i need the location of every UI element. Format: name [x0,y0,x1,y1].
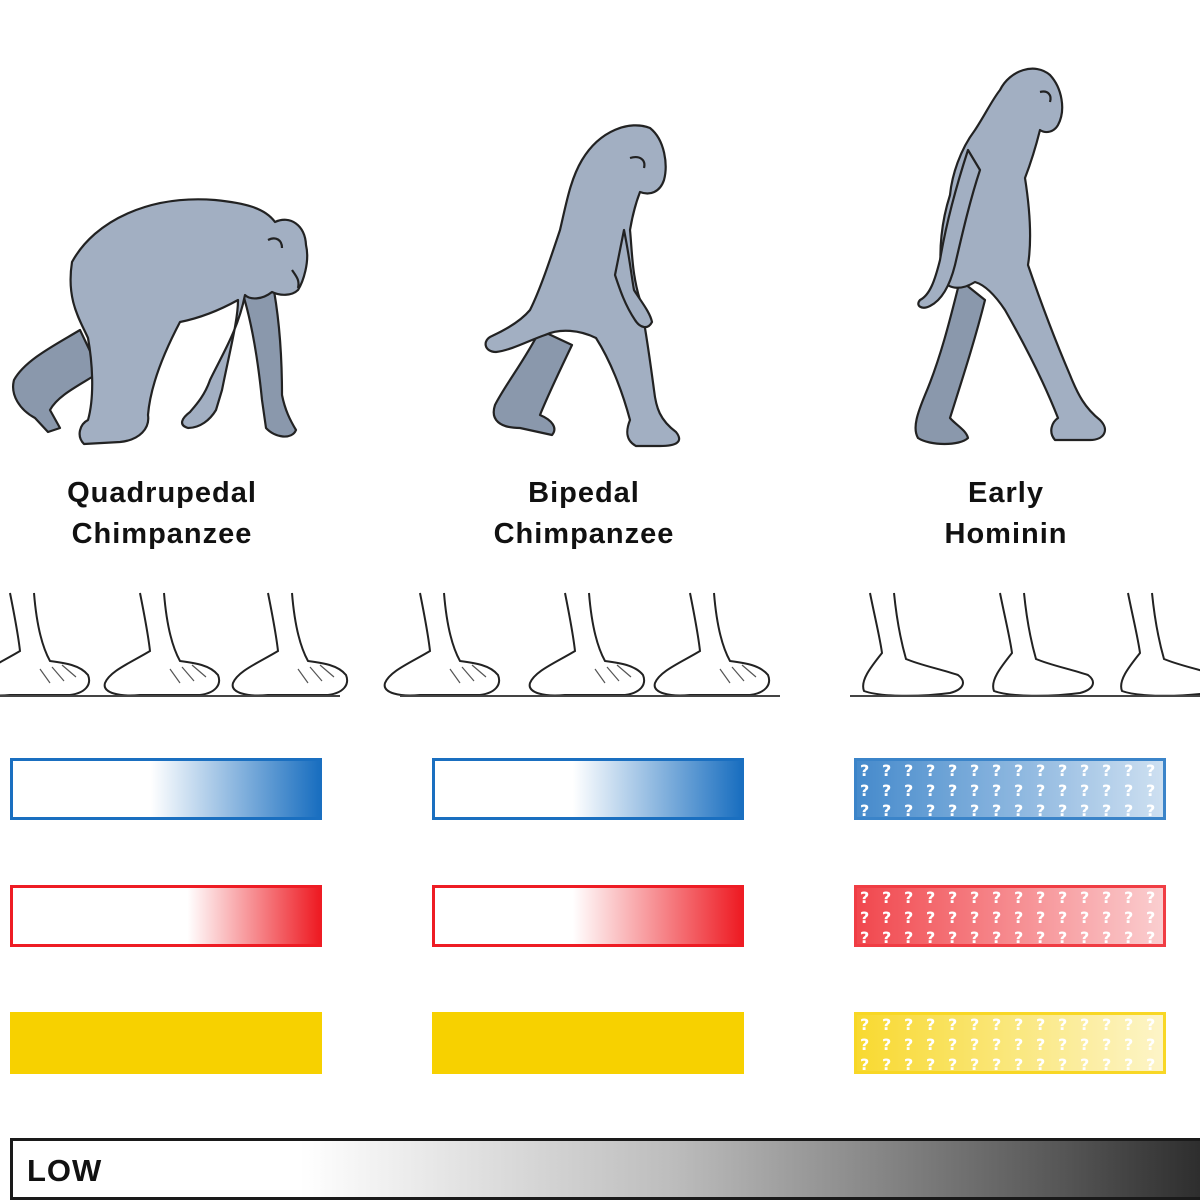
foot-sequence-bipedal [383,592,780,697]
bipedal-chimpanzee-bar-1 [432,758,744,820]
foot-sequence-quadrupedal [0,592,349,697]
label-line1: Early [968,477,1044,509]
quadrupedal-chimpanzee-figure [12,198,309,446]
early-hominin-bar-2 [854,885,1166,947]
bipedal-chimpanzee-bar-2 [432,885,744,947]
label-line2: Chimpanzee [71,518,253,550]
foot-sequences [0,592,1200,697]
figures-layer [12,67,1107,448]
foot-sequence-hominin [850,592,1200,697]
label-bipedal-chimpanzee: Bipedal Chimpanzee [414,473,754,555]
early-hominin-bar-1 [854,758,1166,820]
label-line1: Bipedal [528,477,640,509]
quadrupedal-chimpanzee-bar-1 [10,758,322,820]
label-line1: Quadrupedal [67,477,257,509]
label-quadrupedal-chimpanzee: Quadrupedal Chimpanzee [0,473,332,555]
label-line2: Chimpanzee [493,518,675,550]
bipedal-chimpanzee-figure [484,124,681,448]
label-early-hominin: Early Hominin [836,473,1176,555]
intensity-scale: LOW [10,1138,1200,1200]
quadrupedal-chimpanzee-bar-2 [10,885,322,947]
early-hominin-bar-3 [854,1012,1166,1074]
bipedal-chimpanzee-bar-3 [432,1012,744,1074]
early-hominin-figure [914,67,1107,446]
scale-low-label: LOW [27,1153,103,1188]
label-line2: Hominin [944,518,1068,550]
quadrupedal-chimpanzee-bar-3 [10,1012,322,1074]
